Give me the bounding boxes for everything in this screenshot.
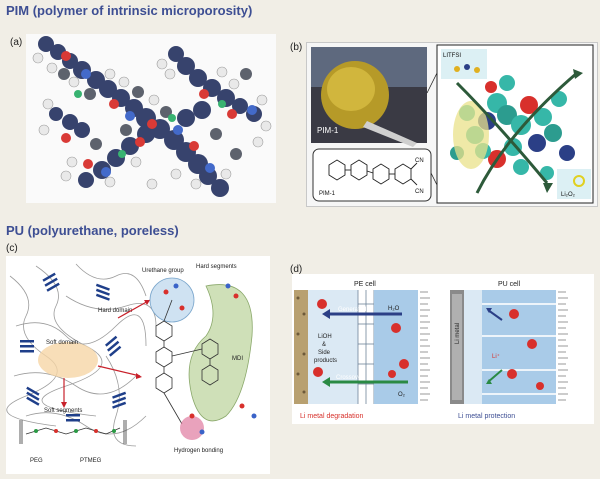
pim-heading: PIM (polymer of intrinsic microporosity) bbox=[6, 3, 253, 18]
hard-segments-label: Hard segments bbox=[196, 264, 237, 270]
panel-d: PE cell Generated H₂O Crossover O₂ LiOH … bbox=[292, 274, 594, 424]
pim1-photo-label: PIM-1 bbox=[317, 126, 339, 135]
panel-a-molecular-model bbox=[26, 34, 276, 203]
panel-label-b: (b) bbox=[290, 42, 303, 53]
h2o-label: H₂O bbox=[388, 306, 400, 312]
amp-label: & bbox=[322, 342, 326, 348]
ptmeg-label: PTMEG bbox=[80, 458, 102, 464]
li2o2-label: Li₂O₂ bbox=[561, 192, 576, 198]
generated-label: Generated bbox=[338, 307, 366, 313]
soft-domain-label: Soft domain bbox=[46, 340, 78, 346]
products-label: products bbox=[314, 358, 337, 364]
pu-heading: PU (polyurethane, poreless) bbox=[6, 223, 179, 238]
panel-label-a: (a) bbox=[10, 37, 23, 48]
panel-label-d: (d) bbox=[290, 264, 303, 275]
side-label: Side bbox=[318, 350, 331, 356]
panel-c: Soft domain Hard domain Soft segments PE… bbox=[6, 256, 270, 474]
hydrogen-label: Hydrogen bonding bbox=[174, 448, 223, 454]
pe-cell-label: PE cell bbox=[354, 281, 376, 288]
panel-b: PIM-1 CN CN PIM-1 bbox=[306, 42, 598, 207]
lioh-label: LiOH bbox=[318, 334, 332, 340]
panel-label-c: (c) bbox=[6, 243, 18, 254]
mdi-label: MDI bbox=[232, 356, 243, 362]
cn-label-top: CN bbox=[415, 158, 424, 164]
pu-cell-label: PU cell bbox=[498, 281, 521, 288]
li-plus-label: Li⁺ bbox=[492, 353, 500, 360]
tfsi-label: LITFSI bbox=[443, 53, 461, 59]
peg-label: PEG bbox=[30, 458, 43, 464]
crossover-label: Crossover bbox=[336, 375, 363, 381]
protection-label: Li metal protection bbox=[458, 413, 515, 420]
pim1-structure-label: PIM-1 bbox=[319, 191, 336, 197]
urethane-group-label: Urethane group bbox=[142, 268, 184, 274]
o2-label: O₂ bbox=[398, 392, 406, 398]
cn-label-bottom: CN bbox=[415, 189, 424, 195]
degradation-label: Li metal degradation bbox=[300, 413, 364, 420]
hard-domain-label: Hard domain bbox=[98, 308, 132, 314]
soft-segments-label: Soft segments bbox=[44, 408, 82, 414]
li-metal-label: Li metal bbox=[455, 323, 461, 344]
